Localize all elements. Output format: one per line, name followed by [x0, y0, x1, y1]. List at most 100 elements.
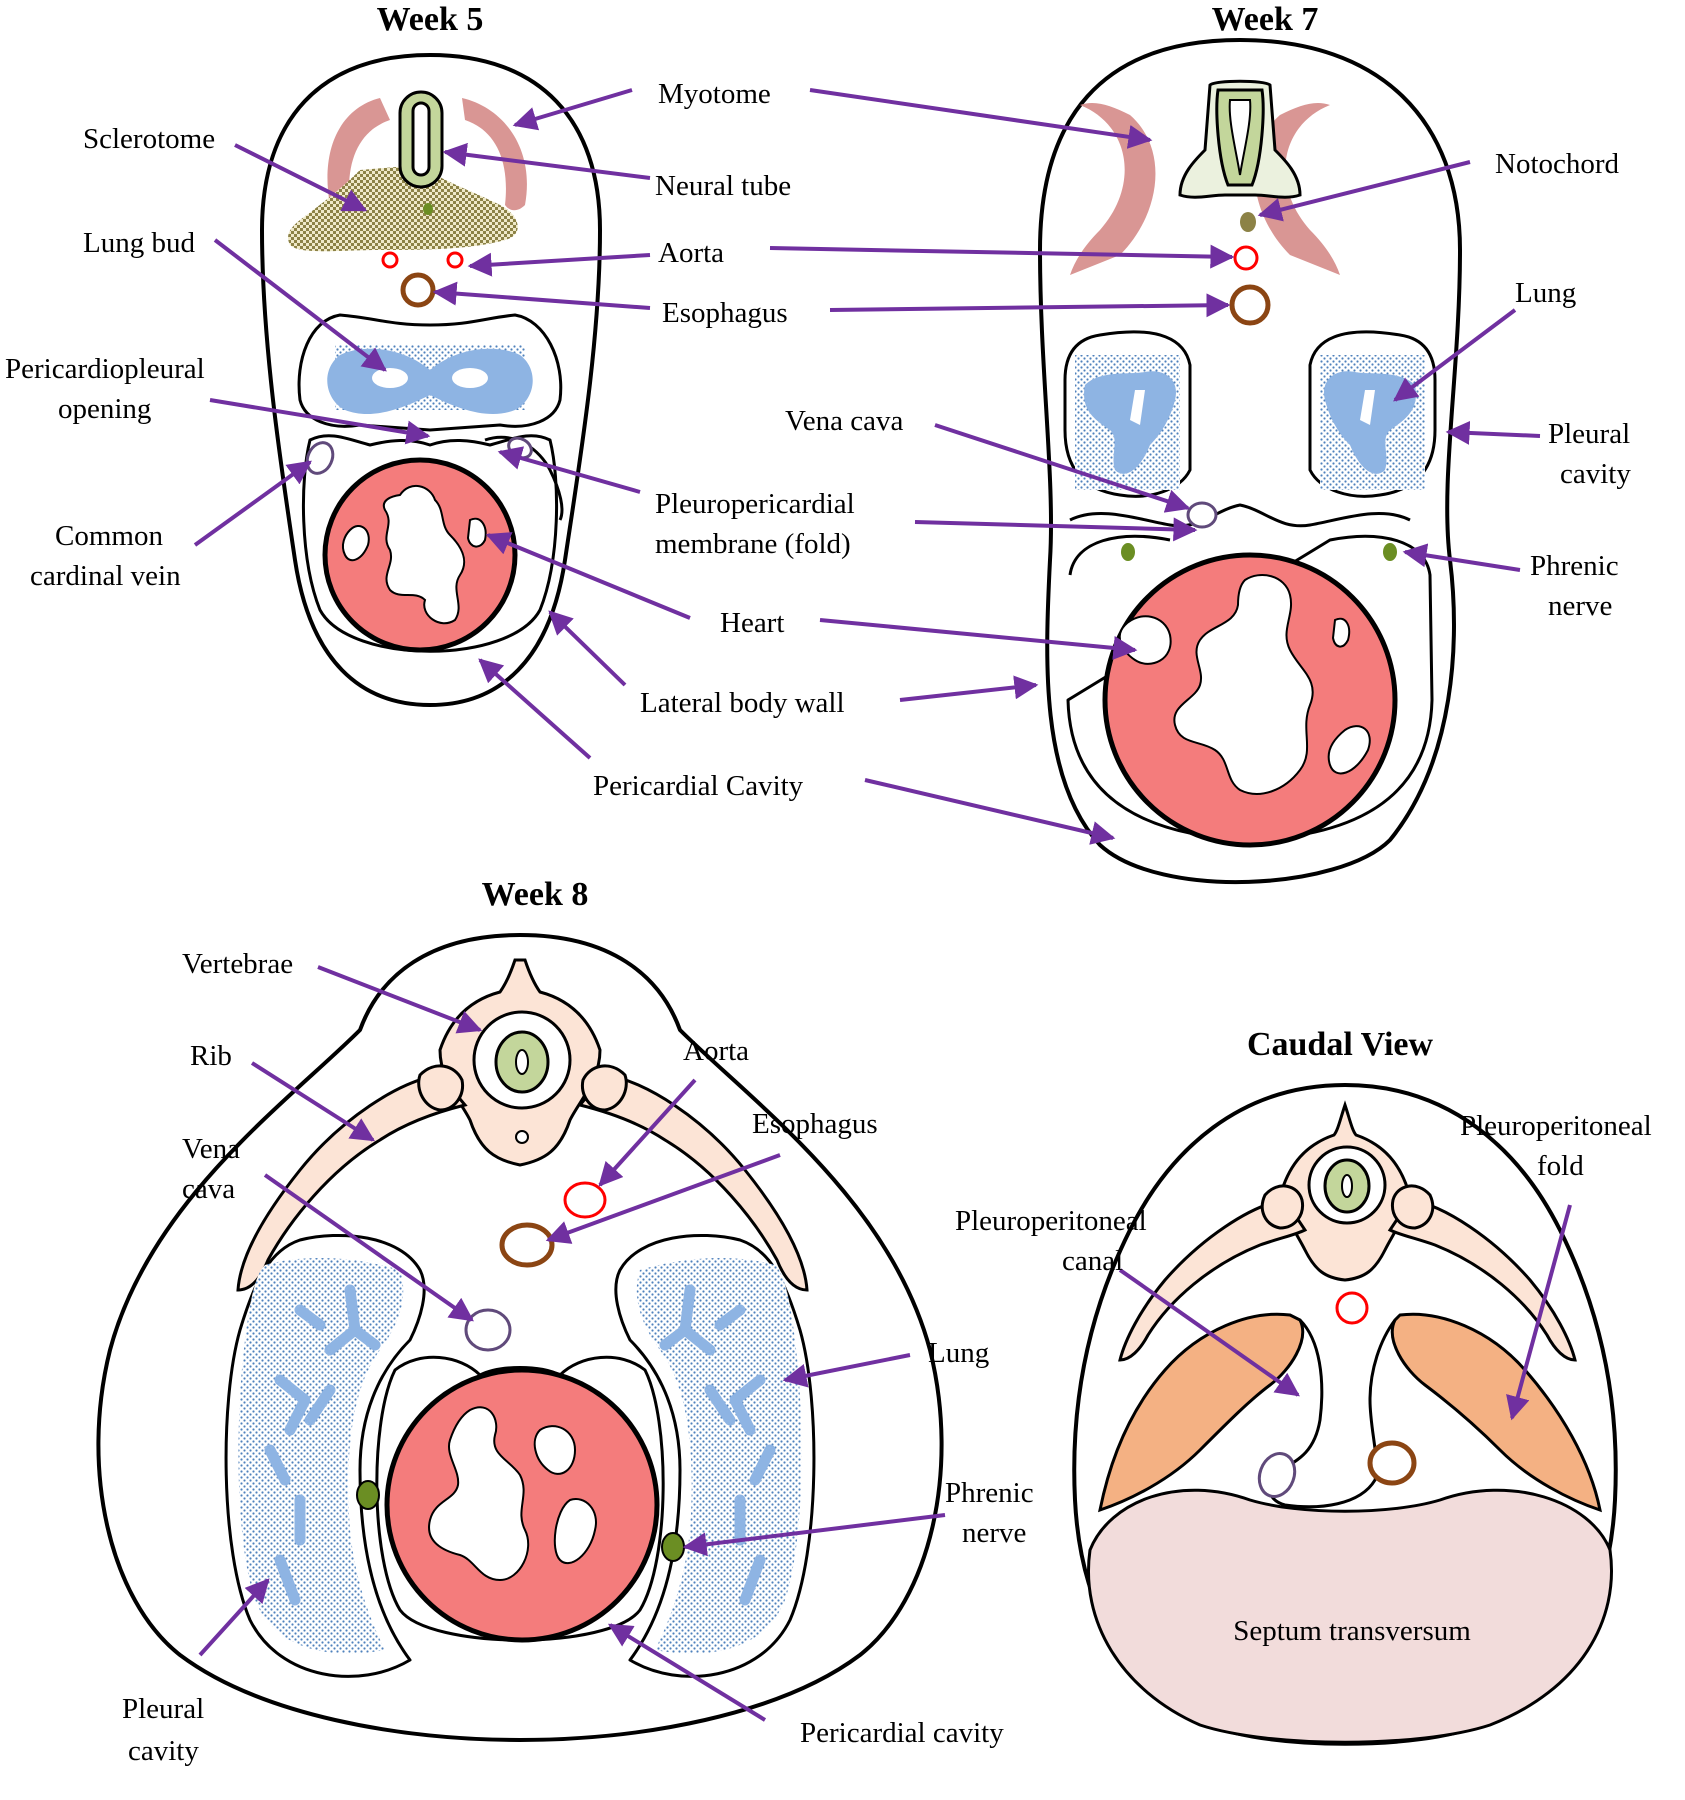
caudal-rib-right: [1387, 1198, 1577, 1362]
label-w7-vena-cava: Vena cava: [785, 405, 903, 437]
caudal-pleuroperitoneal-fold-right: [1390, 1312, 1602, 1513]
arrow-w7-esophagus: [829, 293, 1231, 318]
week8-panel: Week 8: [96, 876, 944, 1742]
label-pleuroperitoneal-canal-1: Pleuroperitoneal: [955, 1205, 1147, 1237]
arrow-w8-aorta: [598, 1078, 697, 1187]
label-w8-esophagus: Esophagus: [752, 1108, 878, 1140]
week7-neural-canal: [1228, 99, 1252, 176]
label-vertebrae: Vertebrae: [182, 948, 293, 980]
arrow-w5-esophagus: [432, 281, 651, 310]
label-w8-pleural-1: Pleural: [122, 1693, 204, 1725]
caudal-septum-transversum: [1087, 1488, 1613, 1744]
arrow-w7-pleuropericardial: [914, 517, 1198, 542]
caudal-esophagus: [1367, 1440, 1417, 1486]
week8-title: Week 8: [482, 876, 589, 913]
week5-common-cardinal-vein: [305, 441, 335, 475]
arrow-caudal-canal: [1118, 1268, 1300, 1397]
week8-phrenic-left: [356, 1480, 380, 1510]
label-common-cardinal-2: cardinal vein: [30, 560, 181, 592]
caudal-rib-right-head: [1390, 1184, 1435, 1230]
week5-myotome-left: [327, 98, 390, 211]
label-pleuropericardial-1: Pleuropericardial: [655, 488, 855, 520]
label-w8-vena-cava-2: cava: [182, 1173, 235, 1205]
week8-pleural-cavity-right: [614, 1234, 816, 1678]
label-septum-transversum: Septum transversum: [1233, 1615, 1471, 1647]
arrow-w5-lateral-body-wall: [548, 610, 627, 687]
arrow-w8-pleural-cavity: [198, 1578, 270, 1657]
week7-phrenic-right: [1383, 543, 1397, 561]
arrow-w5-heart: [485, 532, 691, 620]
week5-esophagus: [400, 272, 436, 308]
week5-labels: Myotome Sclerotome Neural tube Lung bud …: [5, 78, 855, 802]
week7-pleural-outline-left: [1063, 330, 1192, 498]
label-w5-neural-tube: Neural tube: [655, 170, 791, 202]
arrow-w7-vena-cava: [934, 423, 1191, 513]
arrow-w8-rib: [250, 1061, 376, 1142]
arrow-w5-pericardiopleural: [209, 398, 431, 445]
label-w8-lung: Lung: [928, 1337, 989, 1369]
week7-lung-right-lumen: [1360, 390, 1375, 425]
week5-heart-lumen: [382, 485, 466, 625]
label-lateral-body-wall: Lateral body wall: [640, 687, 845, 719]
week5-aorta-left: [381, 251, 399, 269]
label-pleuroperitoneal-fold-2: fold: [1537, 1150, 1584, 1182]
arrow-w7-pleural-cavity: [1445, 420, 1541, 445]
week5-myotome-right: [462, 98, 527, 211]
week5-title: Week 5: [377, 1, 484, 38]
arrow-w8-pericardial-cavity: [607, 1623, 767, 1722]
week8-phrenic-right: [661, 1532, 685, 1562]
arrow-w7-lateral-body-wall: [899, 675, 1039, 702]
label-w7-pleural-1: Pleural: [1548, 418, 1630, 450]
week7-heart-lumen-c: [1331, 617, 1351, 648]
week5-heart-lumen-c: [466, 517, 487, 548]
week7-esophagus: [1229, 284, 1271, 326]
week5-pericardial-wall: [301, 434, 559, 653]
label-rib: Rib: [190, 1040, 232, 1072]
arrow-w7-pericardial-cavity: [864, 778, 1116, 845]
week8-vena-cava: [464, 1308, 512, 1352]
arrow-w5-common-cardinal: [193, 460, 312, 547]
week8-heart-lumen-b: [533, 1425, 577, 1475]
arrow-w5-pleuropericardial: [497, 446, 641, 494]
arrow-w8-vertebrae: [317, 965, 483, 1034]
label-w8-pleural-2: cavity: [128, 1735, 199, 1767]
week7-mediastinum-wall: [1069, 503, 1411, 528]
label-w8-phrenic-1: Phrenic: [945, 1477, 1034, 1509]
week7-lung-left-lumen: [1130, 390, 1145, 425]
arrow-w5-lung-bud: [213, 238, 387, 372]
arrow-w5-aorta: [467, 252, 651, 277]
week5-pleural-cavity-outline: [297, 313, 563, 432]
label-w7-phrenic-2: nerve: [1548, 590, 1612, 622]
label-w7-lung: Lung: [1515, 277, 1576, 309]
week5-lung-lumen-right: [452, 368, 488, 388]
week5-heart-lumen-b: [341, 525, 370, 562]
label-w8-phrenic-2: nerve: [962, 1517, 1026, 1549]
arrow-w7-myotome: [809, 88, 1153, 149]
week7-heart-lumen-d: [1327, 725, 1371, 775]
label-w7-pleural-2: cavity: [1560, 458, 1631, 490]
week5-sclerotome: [288, 165, 518, 252]
label-pleuropericardial-2: membrane (fold): [655, 528, 851, 560]
week7-pleural-outline-right: [1308, 330, 1437, 498]
week8-neural-canal: [515, 1049, 529, 1075]
annotation-arrows: [193, 88, 1572, 1722]
week8-heart-lumen-c: [553, 1498, 597, 1565]
label-pericardial-cavity: Pericardial Cavity: [593, 770, 804, 802]
week5-pleuropericardial-fold: [484, 435, 564, 521]
week5-notochord: [423, 203, 433, 215]
label-w5-esophagus: Esophagus: [662, 297, 788, 329]
label-pleuroperitoneal-canal-2: canal: [1062, 1245, 1123, 1277]
week7-lung-left: [1084, 371, 1176, 474]
label-heart: Heart: [720, 607, 784, 639]
caudal-rib-left-head: [1260, 1184, 1305, 1230]
arrow-w5-myotome: [512, 88, 633, 131]
label-myotome: Myotome: [658, 78, 771, 110]
arrow-w7-lung: [1393, 308, 1517, 402]
label-w8-vena-cava-1: Vena: [182, 1133, 240, 1165]
week5-aorta-right: [446, 251, 464, 269]
week8-rib-left-head: [417, 1064, 465, 1112]
label-w8-aorta: Aorta: [683, 1035, 749, 1067]
arrow-w8-phrenic: [682, 1513, 946, 1557]
